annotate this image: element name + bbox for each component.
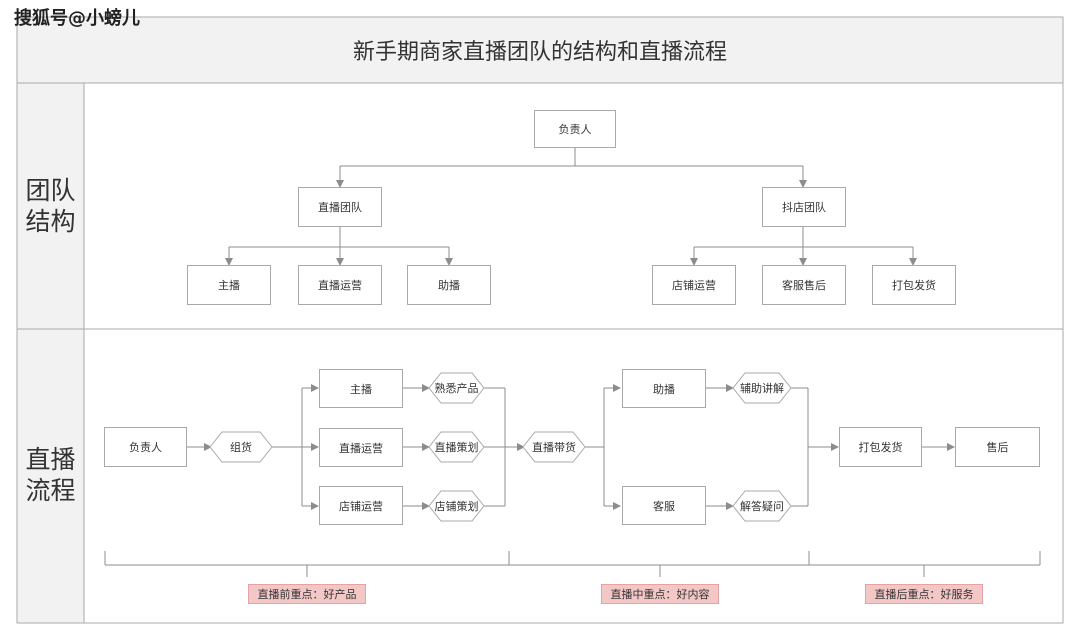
focus-badge-during: 直播中重点：好内容 [601, 584, 719, 604]
watermark: 搜狐号@小螃儿 [14, 8, 140, 29]
focus-badge-before: 直播前重点：好产品 [248, 584, 366, 604]
live-child-node: 直播运营 [298, 265, 382, 305]
flow-task-a-label: 熟悉产品 [434, 382, 479, 395]
flow-owner-node: 负责人 [104, 427, 187, 467]
process-connectors [187, 384, 955, 510]
structure-connectors [225, 147, 917, 266]
hex-task-a-1 [428, 372, 485, 404]
flow-live-selling-label: 直播带货 [532, 441, 576, 454]
live-child-node: 助播 [407, 265, 491, 305]
flow-assemble-label: 组货 [230, 441, 252, 454]
flow-task-a-label: 店铺策划 [434, 500, 479, 513]
section-label-structure: 团队 结构 [25, 176, 76, 236]
process-sidebar [16, 328, 85, 624]
flow-pack-ship-node: 打包发货 [839, 427, 922, 467]
hexagon-shapes [209, 372, 792, 522]
flow-task-b-label: 解答疑问 [740, 500, 784, 513]
section-label-process: 直播 流程 [25, 445, 76, 505]
process-panel [83, 328, 1064, 624]
douyin-child-node: 店铺运营 [652, 265, 736, 305]
live-child-node: 主播 [187, 265, 271, 305]
flow-after-sale-node: 售后 [955, 427, 1040, 467]
flow-role-b-node: 客服 [622, 486, 706, 525]
hex-task-a-3 [428, 490, 485, 522]
live-team-node: 直播团队 [298, 187, 382, 227]
hex-task-b-2 [732, 490, 792, 522]
douyin-team-node: 抖店团队 [762, 187, 846, 227]
flow-role-a-node: 主播 [319, 369, 403, 408]
flow-role-a-node: 直播运营 [319, 428, 403, 467]
douyin-child-node: 客服售后 [762, 265, 846, 305]
timeline-bracket [104, 551, 1041, 577]
flow-role-a-node: 店铺运营 [319, 486, 403, 525]
structure-sidebar [16, 82, 85, 330]
title-band [16, 16, 1064, 84]
hex-task-b-1 [732, 372, 792, 404]
hex-live-selling [522, 431, 586, 463]
hex-assemble [209, 431, 273, 463]
flow-task-a-label: 直播策划 [434, 441, 479, 454]
team-root-node: 负责人 [534, 110, 616, 148]
flow-task-b-label: 辅助讲解 [740, 382, 784, 395]
focus-badge-after: 直播后重点：好服务 [865, 584, 983, 604]
flow-role-b-node: 助播 [622, 369, 706, 408]
douyin-child-node: 打包发货 [872, 265, 956, 305]
hex-task-a-2 [428, 431, 485, 463]
page-title: 新手期商家直播团队的结构和直播流程 [352, 40, 727, 65]
